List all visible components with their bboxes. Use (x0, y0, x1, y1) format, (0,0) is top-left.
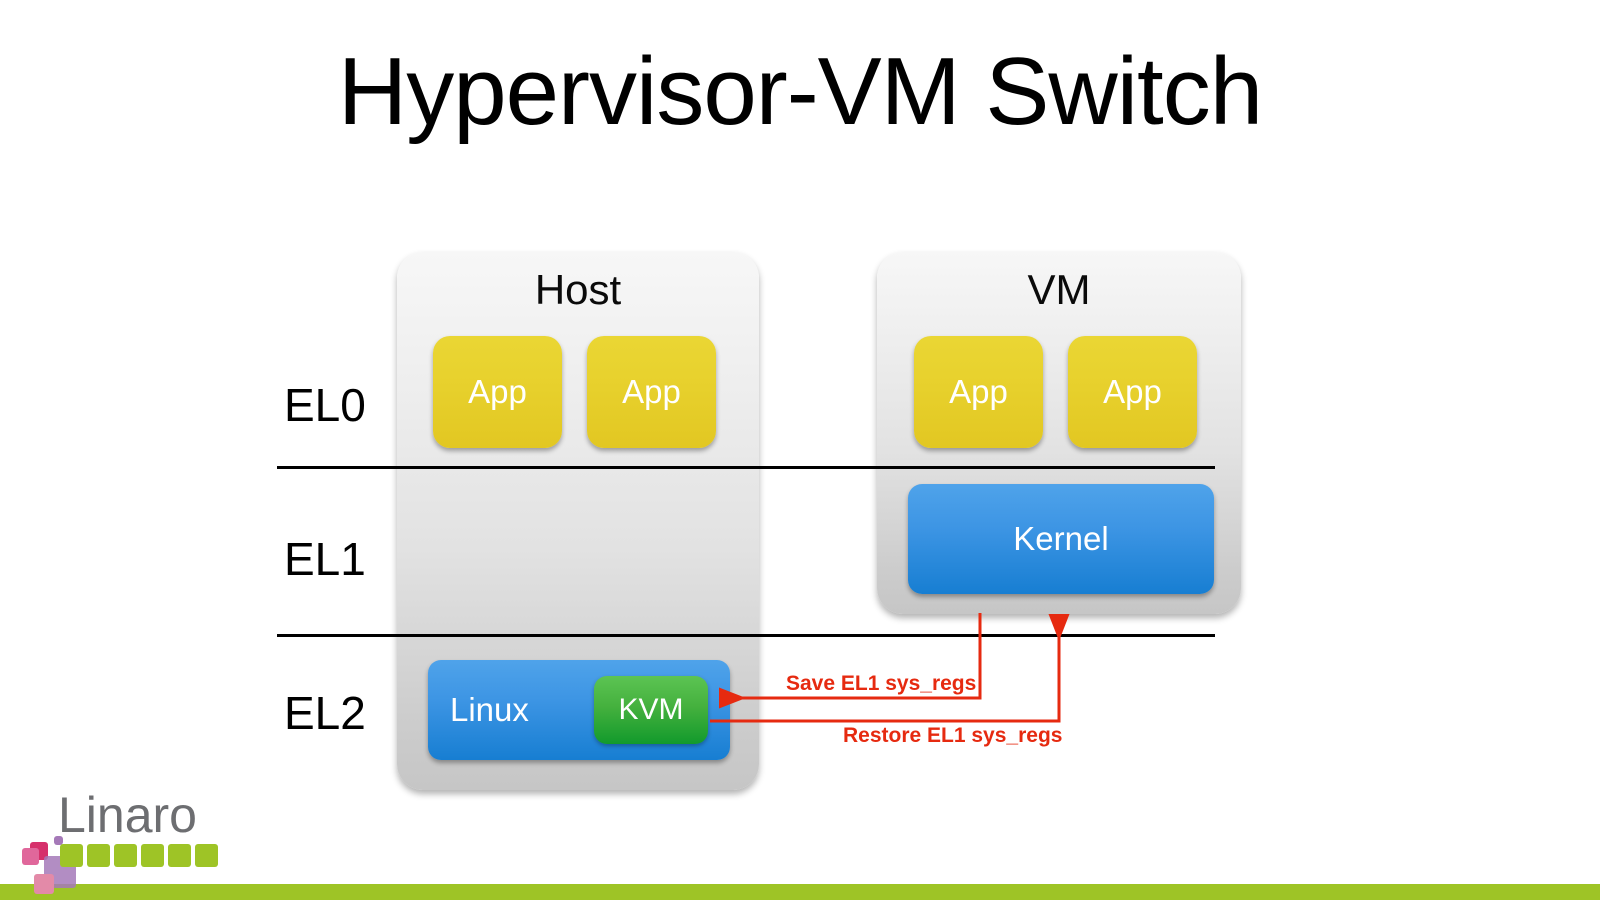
logo-square-green-3 (114, 844, 137, 867)
host-kernel-label: Linux (450, 691, 529, 728)
restore-arrow-path (710, 614, 1070, 723)
host-app-label-2: App (622, 373, 681, 410)
divider-el1-el2 (277, 634, 1215, 637)
exception-level-label-el0: EL0 (284, 379, 366, 431)
linaro-logo: Linaro (14, 786, 218, 894)
page-title: Hypervisor-VM Switch (337, 38, 1263, 145)
exception-level-label-el1: EL1 (284, 533, 366, 585)
logo-square-green-6 (195, 844, 218, 867)
logo-square-green-5 (168, 844, 191, 867)
logo-square-dot (54, 836, 63, 845)
host-title: Host (534, 266, 622, 313)
vm-app-tile-2: App (1068, 336, 1197, 448)
vm-kernel-box: Kernel (908, 484, 1214, 594)
host-app-tile-1: App (433, 336, 562, 448)
host-app-label-1: App (468, 373, 527, 410)
restore-arrow-label: Restore EL1 sys_regs (843, 724, 1063, 747)
logo-square-green-2 (87, 844, 110, 867)
vm-app-label-1: App (949, 373, 1008, 410)
logo-square-pink (34, 874, 54, 894)
vm-app-label-2: App (1103, 373, 1162, 410)
vm-title: VM (1027, 266, 1091, 313)
divider-el0-el1 (277, 466, 1215, 469)
kvm-module-label: KVM (618, 693, 684, 726)
host-app-tile-2: App (587, 336, 716, 448)
linaro-wordmark: Linaro (58, 787, 197, 843)
logo-square-green-4 (141, 844, 164, 867)
exception-level-label-el2: EL2 (284, 687, 366, 739)
vm-kernel-label: Kernel (1013, 520, 1109, 557)
logo-square-rose (22, 848, 39, 865)
kvm-module-box: KVM (594, 676, 708, 744)
logo-square-green-1 (60, 844, 83, 867)
bottom-accent-bar (0, 884, 1600, 900)
save-arrow-label: Save EL1 sys_regs (786, 672, 977, 695)
vm-app-tile-1: App (914, 336, 1043, 448)
